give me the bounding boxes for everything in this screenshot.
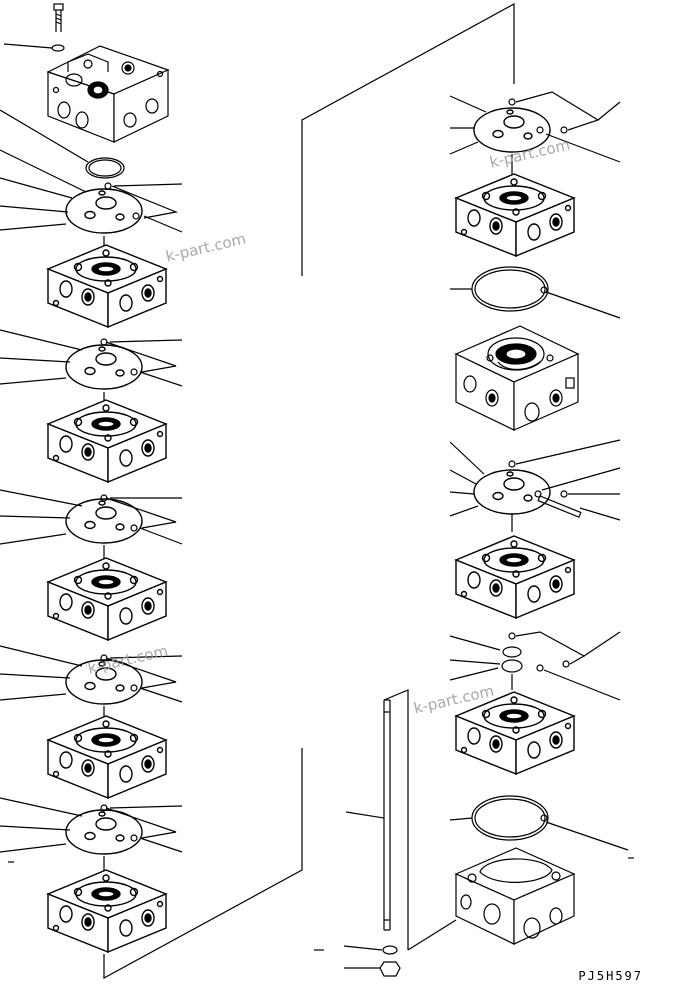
washer [51,44,65,52]
washer-bottom [382,945,398,955]
bolt [53,3,64,32]
seal-ring-a [502,646,522,658]
valve-section-9 [455,691,575,775]
o-ring [85,157,125,179]
plate-1 [65,188,143,234]
o-ring-large [471,266,549,312]
end-cover-block [454,847,576,945]
valve-section-3 [47,557,167,641]
valve-section-5 [47,869,167,953]
continuation-line [301,2,515,276]
valve-section-7 [454,325,580,431]
plate-2 [65,344,143,390]
right-column-assembly [314,91,634,977]
valve-section-2 [47,399,167,483]
drawing-code: PJ5H597 [578,969,643,983]
seal-ring-b [501,659,523,673]
tie-rod [383,699,391,931]
valve-section-8 [455,535,575,619]
nut [379,961,401,977]
valve-section-6 [455,173,575,257]
plate-7 [473,469,551,515]
left-column-assembly [0,3,303,980]
valve-section-1 [47,244,167,328]
top-cover-block [46,45,170,143]
o-ring-lower [471,795,549,841]
valve-section-4 [47,715,167,799]
